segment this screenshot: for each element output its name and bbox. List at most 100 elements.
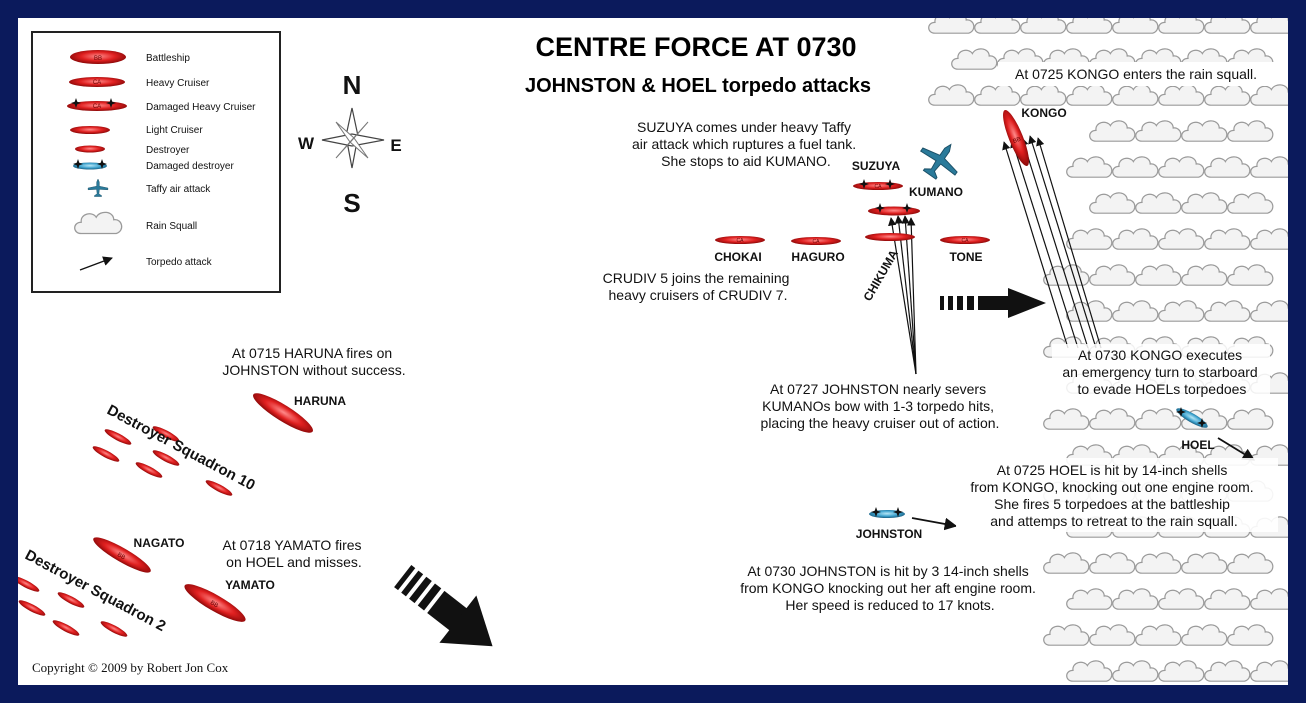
course-arrow-southeast-icon xyxy=(394,565,493,647)
ship-code: CA xyxy=(813,239,821,245)
legend-destroyer-symbol xyxy=(75,145,105,153)
annotation-suzuya: SUZUYA comes under heavy Taffy air attac… xyxy=(632,119,860,169)
rain-squall-cloud-icon xyxy=(1020,18,1067,34)
rain-squall-cloud-icon xyxy=(974,84,1021,106)
annotation-kongo-turn: At 0730 KONGO executes an emergency turn… xyxy=(1062,347,1261,397)
label-destroyer-squadron-10: Destroyer Squadron 10 xyxy=(104,402,258,495)
ship-chokai xyxy=(715,236,765,244)
ship-kongo xyxy=(1003,110,1029,166)
torpedo-tracks-kumano xyxy=(888,215,917,375)
legend-damaged-heavy-cruiser-code: CA xyxy=(93,104,101,110)
ship-haguro xyxy=(791,237,841,245)
annotation-kumano: At 0727 JOHNSTON nearly severs KUMANOs b… xyxy=(761,381,1000,431)
rain-squall-cloud-icon xyxy=(1135,624,1182,646)
rain-squall-cloud-icon xyxy=(1204,18,1251,34)
torpedo-track xyxy=(907,217,917,375)
rain-squall-cloud-icon xyxy=(1112,18,1159,34)
rain-squall-cloud-icon xyxy=(1089,120,1136,142)
rain-squall-cloud-icon xyxy=(1250,18,1288,34)
map-frame: CENTRE FORCE AT 0730 JOHNSTON & HOEL tor… xyxy=(18,18,1288,685)
rain-squall-cloud-icon xyxy=(1135,264,1182,286)
legend-label-light-cruiser: Light Cruiser xyxy=(146,125,203,136)
label-johnston: JOHNSTON xyxy=(856,527,922,541)
destroyer xyxy=(92,446,120,462)
legend-label-heavy-cruiser: Heavy Cruiser xyxy=(146,78,210,89)
label-tone: TONE xyxy=(949,250,982,264)
rain-squall-cloud-icon xyxy=(1204,156,1251,178)
rain-squall-cloud-icon xyxy=(1112,660,1159,682)
rain-squall-cloud-icon xyxy=(1135,192,1182,214)
annotation-haruna: At 0715 HARUNA fires on JOHNSTON without… xyxy=(222,345,405,378)
torpedo-track xyxy=(1020,137,1089,349)
label-haguro: HAGURO xyxy=(791,250,844,264)
rain-squall-cloud-icon xyxy=(1204,660,1251,682)
rain-squall-cloud-icon xyxy=(1227,552,1274,574)
battle-map: CENTRE FORCE AT 0730 JOHNSTON & HOEL tor… xyxy=(18,18,1288,682)
page-title: CENTRE FORCE AT 0730 xyxy=(535,32,856,62)
rain-squall-cloud-icon xyxy=(1158,84,1205,106)
rain-squall-cloud-icon xyxy=(1112,300,1159,322)
rain-squall-cloud-icon xyxy=(1043,552,1090,574)
legend: BB Battleship CA Heavy Cruiser CA Damage… xyxy=(31,31,281,293)
annotation-yamato: At 0718 YAMATO fires on HOEL and misses. xyxy=(223,537,366,570)
rain-squall-cloud-icon xyxy=(1089,552,1136,574)
rain-squall-cloud-icon xyxy=(1227,192,1274,214)
legend-light-cruiser-symbol xyxy=(70,126,110,134)
rain-squall-cloud-icon xyxy=(1112,84,1159,106)
torpedo-track xyxy=(901,215,917,375)
ship-code: BB xyxy=(1012,136,1022,145)
label-yamato: YAMATO xyxy=(225,578,275,592)
ship-chikuma xyxy=(865,233,915,241)
copyright-notice: Copyright © 2009 by Robert Jon Cox xyxy=(32,660,229,675)
rain-squall-cloud-icon xyxy=(951,48,998,70)
annotation-backdrop xyxy=(998,62,1274,86)
rain-squall-cloud-icon xyxy=(1204,588,1251,610)
torpedo-track xyxy=(1028,135,1097,349)
legend-label-taffy-air-attack: Taffy air attack xyxy=(146,184,211,195)
legend-battleship-symbol xyxy=(70,50,126,64)
label-haruna: HARUNA xyxy=(294,394,346,408)
taffy-aircraft-icon xyxy=(912,131,969,188)
ship-tone xyxy=(940,236,990,244)
legend-label-destroyer: Destroyer xyxy=(146,145,190,156)
destroyer xyxy=(104,429,132,445)
annotation-crudiv: CRUDIV 5 joins the remaining heavy cruis… xyxy=(603,270,794,303)
annotation-johnston: At 0730 JOHNSTON is hit by 3 14-inch she… xyxy=(740,563,1040,613)
rain-squall-cloud-icon xyxy=(974,18,1021,34)
destroyer-squadron-2: Destroyer Squadron 2 xyxy=(18,547,168,637)
torpedo-track xyxy=(1010,139,1079,349)
rain-squall-cloud-icon xyxy=(1158,156,1205,178)
rain-squall-cloud-icon xyxy=(1066,228,1113,250)
destroyer xyxy=(18,576,40,592)
ship-nagato xyxy=(93,537,151,573)
ship-code: CA xyxy=(737,238,745,244)
rain-squall-cloud-icon xyxy=(1112,588,1159,610)
destroyer xyxy=(57,592,85,608)
rain-squall-cloud-icon xyxy=(1250,228,1288,250)
torpedo-track xyxy=(888,217,917,375)
compass-north: N xyxy=(343,70,362,100)
rain-squall-cloud-icon xyxy=(1227,264,1274,286)
rain-squall-cloud-icon xyxy=(1158,18,1205,34)
destroyer-squadron-10: Destroyer Squadron 10 xyxy=(92,402,258,496)
rain-squall-cloud-icon xyxy=(1066,588,1113,610)
rain-squall-cloud-icon xyxy=(1181,264,1228,286)
torpedo-track xyxy=(894,215,917,375)
rain-squall-cloud-icon xyxy=(1066,18,1113,34)
rain-squall-cloud-icon xyxy=(1089,192,1136,214)
rain-squall-cloud-icon xyxy=(1250,660,1288,682)
annotation-kongo-squall: At 0725 KONGO enters the rain squall. xyxy=(1015,66,1257,82)
compass-west: W xyxy=(298,134,315,153)
torpedo-tracks-kongo xyxy=(1002,135,1102,349)
compass-star-icon xyxy=(335,121,369,159)
ship-code: CA xyxy=(962,238,970,244)
legend-label-rain-squall: Rain Squall xyxy=(146,221,197,232)
rain-squall-cloud-icon xyxy=(1181,552,1228,574)
annotation-backdrop xyxy=(956,458,1278,532)
destroyer xyxy=(52,620,80,636)
rain-squall-cloud-icon xyxy=(1112,228,1159,250)
legend-heavy-cruiser-code: CA xyxy=(93,80,101,86)
rain-squall-cloud-icon xyxy=(1181,120,1228,142)
legend-label-damaged-destroyer: Damaged destroyer xyxy=(146,161,234,172)
label-nagato: NAGATO xyxy=(134,536,185,550)
